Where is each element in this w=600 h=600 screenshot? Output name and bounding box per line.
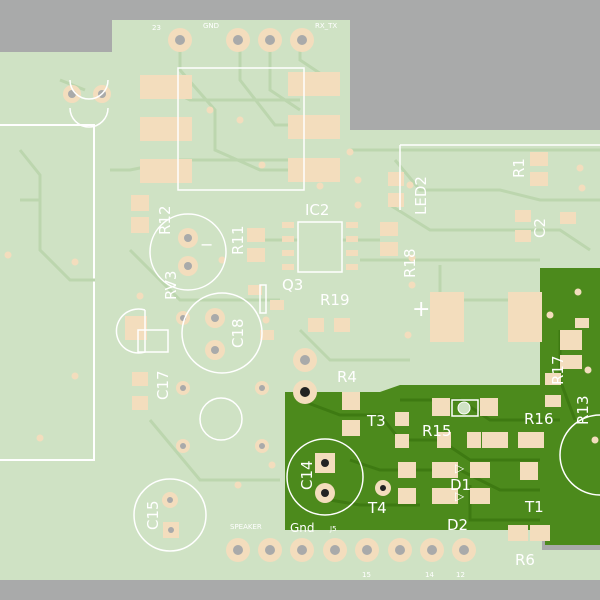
pin-15-label: 15 <box>362 571 371 579</box>
pin-14-label: 14 <box>425 571 434 579</box>
designator-t4: T4 <box>367 499 387 517</box>
plus-marking: + <box>412 297 430 322</box>
designator-r15: R15 <box>422 422 452 440</box>
designator-r18: R18 <box>401 248 419 278</box>
designator-c15: C15 <box>144 500 162 530</box>
vias <box>4 106 599 489</box>
designator-d2: D2 <box>447 516 468 534</box>
designator-r13: R13 <box>574 395 592 425</box>
designator-ic2: IC2 <box>305 201 329 219</box>
j5-label: J5 <box>329 525 337 533</box>
designator-r1: R1 <box>510 158 528 178</box>
designator-rv3: RV3 <box>162 271 180 300</box>
header-rx-tx-label: RX_TX <box>315 22 337 30</box>
designator-c17: C17 <box>154 370 172 400</box>
header-pin-23-label: 23 <box>152 24 161 32</box>
designator-r6: R6 <box>515 551 535 569</box>
designator-c2: C2 <box>531 218 549 238</box>
designator-r16: R16 <box>524 410 554 428</box>
designator-r11: R11 <box>229 225 247 255</box>
designator-d1: D1 <box>450 476 471 494</box>
smd-pads <box>125 72 589 541</box>
diode-arrow-icon-2: ▷ <box>455 489 465 503</box>
speaker-label: SPEAKER <box>230 523 262 531</box>
diode-arrow-icon: ▷ <box>455 461 465 475</box>
designator-r17: R17 <box>549 355 567 385</box>
board-substrate-left <box>0 52 118 580</box>
designator-c18: C18 <box>229 318 247 348</box>
designator-t1: T1 <box>524 498 544 516</box>
module-outline <box>0 124 95 461</box>
pin-12-label: 12 <box>456 571 465 579</box>
designator-led2: LED2 <box>412 176 430 215</box>
designator-r4: R4 <box>337 368 357 386</box>
minus-marking: − <box>200 235 213 254</box>
silkscreen-outlines <box>69 67 600 552</box>
designator-r19: R19 <box>320 291 350 309</box>
designator-t3: T3 <box>366 412 386 430</box>
through-holes <box>63 28 476 562</box>
designator-c14: C14 <box>298 460 316 490</box>
header-gnd-label: GND <box>203 22 219 30</box>
gnd-label: Gnd <box>290 521 315 535</box>
designator-r12: R12 <box>156 205 174 235</box>
designator-q3: Q3 <box>282 276 303 294</box>
